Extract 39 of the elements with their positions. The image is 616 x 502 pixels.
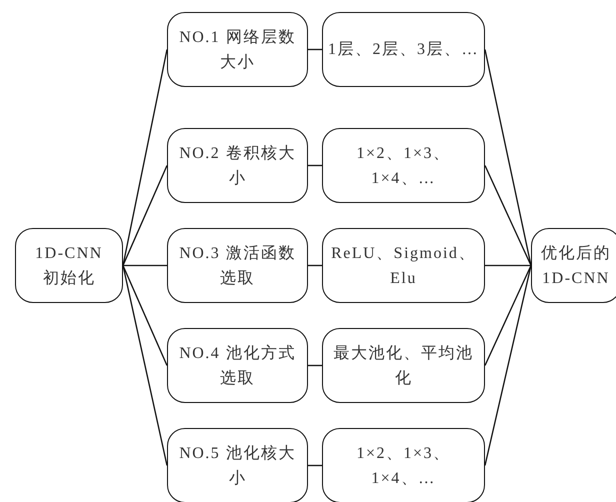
box-label: 1层、2层、3层、… [328, 40, 479, 60]
rounded-box [167, 128, 308, 203]
connector-line [123, 264, 167, 266]
connector-line [485, 264, 531, 266]
rounded-box [322, 12, 485, 87]
rounded-box [322, 328, 485, 403]
rounded-box [531, 228, 616, 303]
connector-line [308, 164, 322, 166]
connector-line [308, 364, 322, 366]
rounded-box [322, 228, 485, 303]
box-label: ReLU、Sigmoid、Elu [330, 244, 477, 288]
connector-line [484, 265, 532, 366]
rounded-box [322, 128, 485, 203]
connector-line [122, 265, 168, 366]
connector-line [122, 49, 168, 266]
box-label: NO.2 卷积核大小 [178, 144, 297, 188]
box-label: 最大池化、平均池化 [332, 344, 474, 388]
rounded-box [322, 428, 485, 502]
connector-line [308, 464, 322, 466]
box-label: NO.3 激活函数选取 [178, 244, 297, 288]
rounded-box [167, 328, 308, 403]
connector-line [308, 48, 322, 50]
connector-line [122, 265, 168, 466]
connector-line [122, 165, 168, 266]
box-label: 1D-CNN初始化 [34, 244, 104, 288]
rounded-box [167, 228, 308, 303]
connector-line [308, 264, 322, 266]
connector-line [484, 165, 532, 266]
rounded-box [167, 428, 308, 502]
box-label: 1×2、1×3、1×4、… [355, 444, 452, 488]
rounded-box [15, 228, 123, 303]
box-label: NO.1 网络层数大小 [178, 28, 297, 72]
box-label: 1×2、1×3、1×4、… [355, 144, 452, 188]
box-label: 优化后的1D-CNN [540, 244, 612, 288]
rounded-box [167, 12, 308, 87]
connector-line [484, 265, 532, 466]
connector-line [484, 49, 532, 266]
box-label: NO.4 池化方式选取 [178, 344, 297, 388]
box-label: NO.5 池化核大小 [178, 444, 297, 488]
